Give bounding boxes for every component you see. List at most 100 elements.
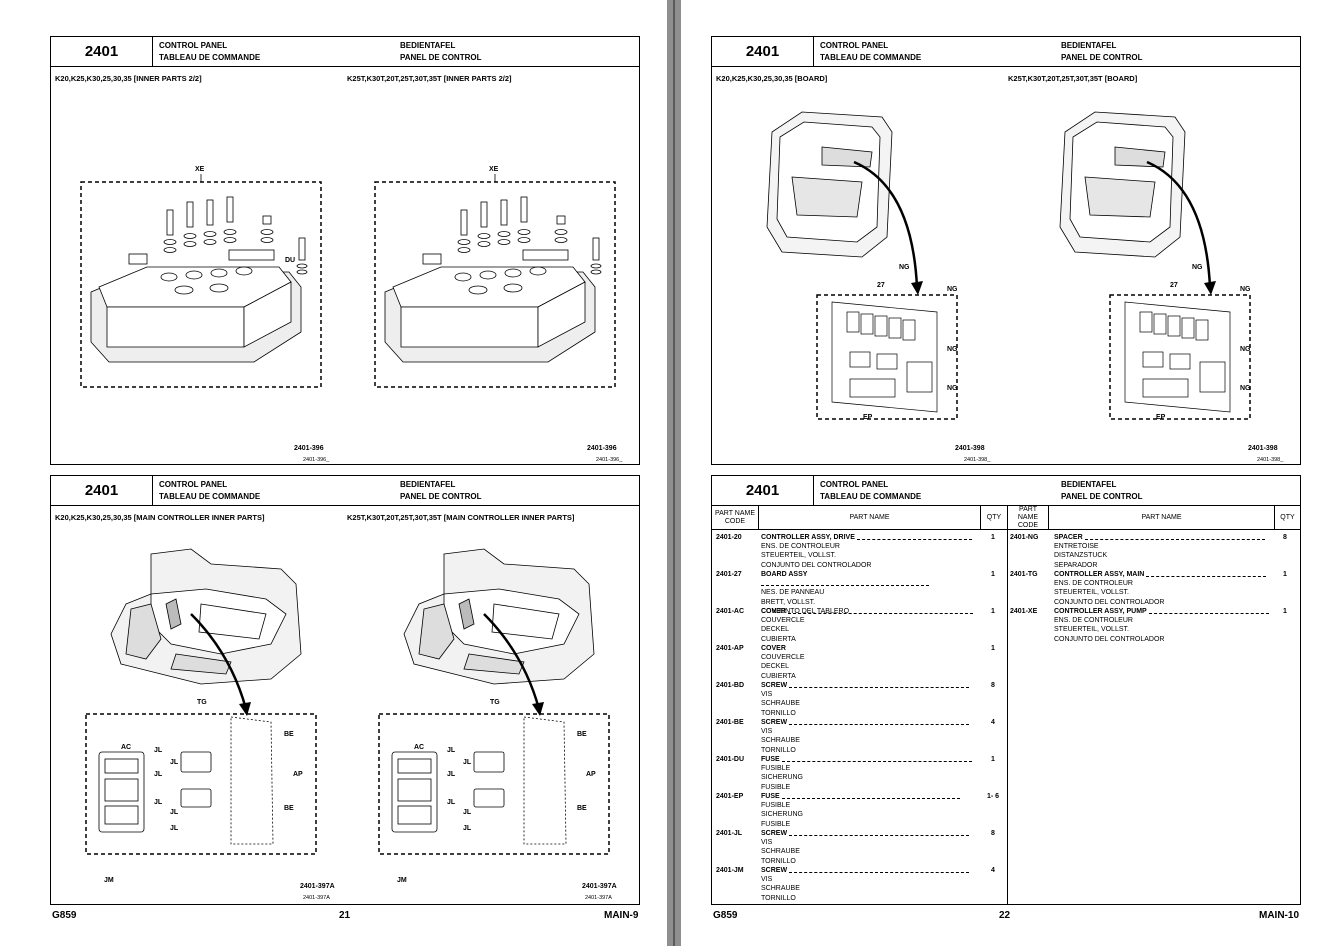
callout-jl: JL	[447, 771, 456, 778]
page-gutter	[667, 0, 681, 946]
panel-parts-list: 2401 CONTROL PANEL TABLEAU DE COMMANDE B…	[711, 475, 1301, 905]
title-en: CONTROL PANEL	[820, 480, 889, 489]
callout-ap: AP	[586, 771, 596, 778]
leader-dashes	[1148, 608, 1269, 615]
subtitle-left: K20,K25,K30,25,30,35 [MAIN CONTROLLER IN…	[55, 513, 265, 522]
part-name-es: CONJUNTO DEL CONTROLADOR	[1054, 635, 1165, 643]
part-name-fr: COUVERCLE	[761, 654, 805, 662]
title-en: CONTROL PANEL	[159, 41, 228, 50]
callout-ng: NG	[1240, 346, 1251, 353]
callout-xe: XE	[489, 166, 499, 173]
header-name-right: PART NAME	[1141, 513, 1182, 521]
part-code: 2401-JM	[716, 867, 744, 874]
part-code: 2401-NG	[1010, 534, 1039, 541]
part-name-en: BOARD ASSY	[761, 571, 808, 578]
callout-ng: NG	[899, 264, 910, 271]
callout-jl: JL	[154, 747, 163, 754]
title-es: PANEL DE CONTROL	[1061, 53, 1143, 62]
callout-ng: NG	[947, 385, 958, 392]
footer-ref-left: MAIN-9	[604, 910, 639, 921]
header-qty-right: QTY	[1280, 513, 1295, 521]
part-name-de: STEUERTEIL, VOLLST.	[761, 552, 836, 560]
title-es: PANEL DE CONTROL	[400, 492, 482, 501]
part-name-en: SPACER	[1054, 534, 1083, 541]
callout-jm: JM	[397, 877, 407, 884]
callout-tg: TG	[490, 699, 500, 706]
column-divider	[1048, 506, 1049, 529]
callout-jl: JL	[463, 809, 472, 816]
title-de: BEDIENTAFEL	[400, 41, 456, 50]
part-name-en: CONTROLLER ASSY, MAIN	[1054, 571, 1145, 578]
part-name-de: STEUERTEIL, VOLLST.	[1054, 589, 1129, 597]
footer-page-left: 21	[339, 910, 351, 921]
column-divider	[980, 506, 981, 529]
part-name: CONTROLLER ASSY, PUMP ENS. DE CONTROLEUR…	[1054, 607, 1269, 644]
part-qty: 1	[991, 608, 995, 615]
part-name-es: FUSIBLE	[761, 783, 791, 791]
section-number: 2401	[51, 476, 153, 505]
figure-ref-left: 2401-398_	[964, 457, 991, 463]
header-code-left: PART NAME CODE	[714, 509, 756, 525]
callout-ep: EP	[1156, 414, 1166, 421]
callout-jl: JL	[463, 759, 472, 766]
callout-ac: AC	[414, 744, 424, 751]
leader-dashes	[781, 756, 972, 763]
section-number: 2401	[712, 476, 814, 505]
part-qty: 4	[991, 719, 995, 726]
part-name-de: SCHRAUBE	[761, 700, 800, 708]
gutter-line	[673, 0, 675, 946]
part-name-en: SCREW	[761, 830, 788, 837]
title-es: PANEL DE CONTROL	[400, 53, 482, 62]
callout-jl: JL	[170, 759, 179, 766]
title-en: CONTROL PANEL	[820, 41, 889, 50]
panel-header: 2401 CONTROL PANEL TABLEAU DE COMMANDE B…	[51, 476, 639, 506]
part-name-es: SEPARADOR	[1054, 561, 1098, 569]
footer-page-right: 22	[999, 910, 1011, 921]
part-code: 2401-TG	[1010, 571, 1038, 578]
parts-table-header: PART NAME CODE PART NAME QTY PART NAME C…	[712, 506, 1300, 530]
leader-dashes	[789, 682, 970, 689]
part-qty: 1	[991, 645, 995, 652]
title-en: CONTROL PANEL	[159, 480, 228, 489]
leader-dashes	[787, 608, 973, 615]
part-name-es: CUBIERTA	[761, 672, 796, 680]
part-name-fr: FUSIBLE	[761, 802, 791, 810]
leader-dashes	[761, 580, 929, 587]
callout-jl: JL	[154, 799, 163, 806]
callout-jl: JL	[170, 825, 179, 832]
part-name-de: BRETT, VOLLST.	[761, 598, 816, 606]
part-code: 2401-XE	[1010, 608, 1038, 615]
subtitle-left: K20,K25,K30,25,30,35 [INNER PARTS 2/2]	[55, 74, 202, 83]
panel-board: 2401 CONTROL PANEL TABLEAU DE COMMANDE B…	[711, 36, 1301, 465]
subtitle-right: K25T,K30T,20T,25T,30T,35T [INNER PARTS 2…	[347, 74, 512, 83]
callout-ep: EP	[863, 414, 873, 421]
panel-header: 2401 CONTROL PANEL TABLEAU DE COMMANDE B…	[51, 37, 639, 67]
figure-ref-right: 2401-396_	[596, 457, 623, 463]
part-name-fr: ENS. DE CONTROLEUR	[1054, 617, 1133, 625]
leader-dashes	[789, 719, 970, 726]
title-es: PANEL DE CONTROL	[1061, 492, 1143, 501]
part-code: 2401-BE	[716, 719, 744, 726]
part-name: CONTROLLER ASSY, MAIN ENS. DE CONTROLEUR…	[1054, 570, 1269, 607]
subtitle-right: K25T,K30T,20T,25T,30T,35T [BOARD]	[1008, 74, 1138, 83]
part-qty: 8	[1283, 534, 1287, 541]
figure-id-right: 2401-396	[587, 445, 617, 452]
part-qty: 1	[991, 756, 995, 763]
callout-27: 27	[877, 282, 885, 289]
part-name-de: SICHERUNG	[761, 774, 804, 782]
leader-dashes	[1146, 571, 1267, 578]
title-de: BEDIENTAFEL	[1061, 41, 1117, 50]
part-qty: 8	[991, 830, 995, 837]
figure-ref-right: 2401-398_	[1257, 457, 1284, 463]
panel-main-controller: 2401 CONTROL PANEL TABLEAU DE COMMANDE B…	[50, 475, 640, 905]
part-name-es: TORNILLO	[761, 709, 796, 717]
callout-tg: TG	[197, 699, 207, 706]
main-controller-drawing-right: TG AC JL JL JL JL JL JL BE AP BE JM	[378, 548, 610, 884]
part-name-en: SCREW	[761, 682, 788, 689]
callout-ng: NG	[947, 286, 958, 293]
title-de: BEDIENTAFEL	[400, 480, 456, 489]
title-fr: TABLEAU DE COMMANDE	[820, 492, 922, 501]
